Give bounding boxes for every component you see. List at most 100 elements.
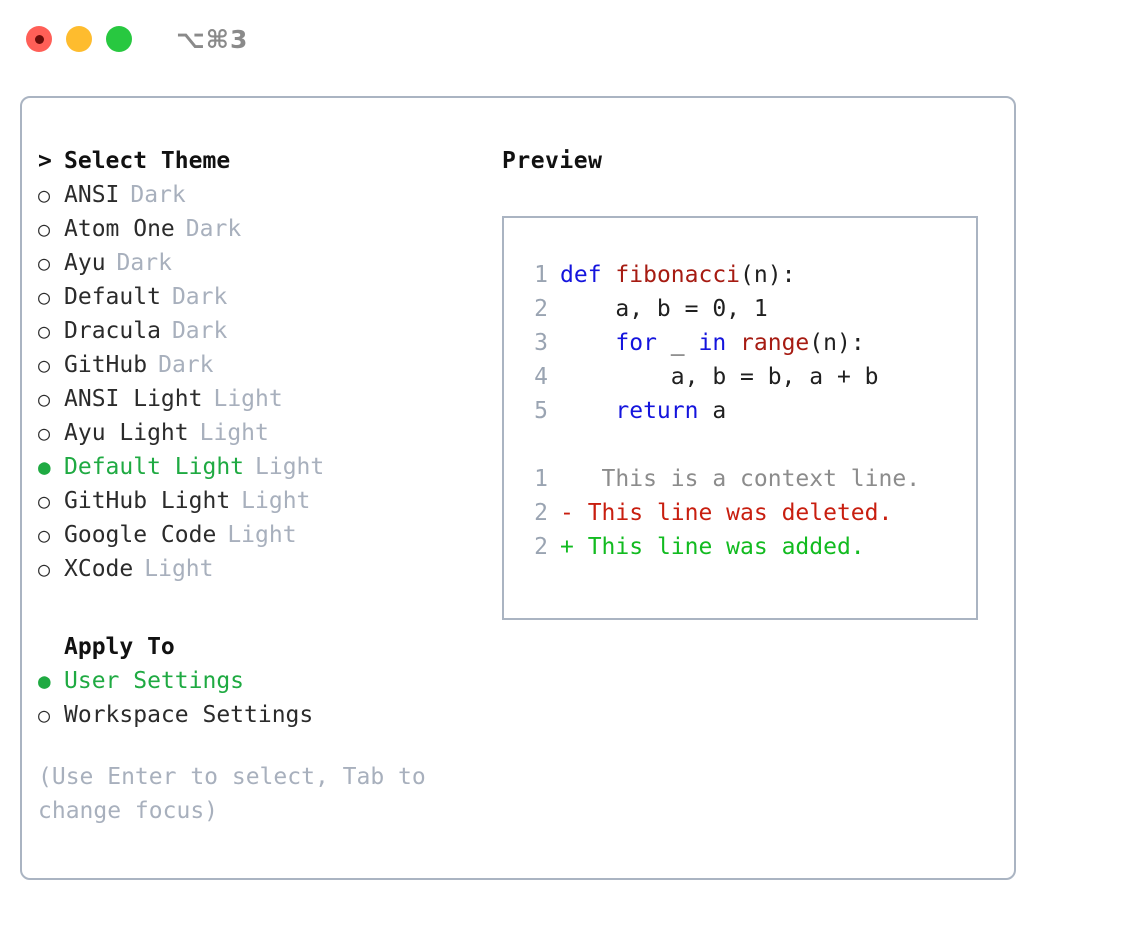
line-number: 2 (534, 296, 548, 322)
radio-unselected-icon[interactable]: ○ (38, 285, 51, 309)
code-token: a (698, 398, 727, 424)
apply-to-option-label: User Settings (64, 668, 245, 694)
theme-name: Default (64, 284, 161, 310)
diff-sample: 1 This is a context line.2- This line wa… (518, 462, 976, 564)
theme-variant-badge: Dark (116, 250, 172, 276)
select-theme-label: Select Theme (64, 148, 231, 174)
theme-list-item[interactable]: ● Default Light Light (38, 450, 484, 484)
theme-variant-badge: Dark (171, 284, 228, 310)
apply-to-option[interactable]: ○ Workspace Settings (38, 698, 484, 732)
code-token: for (615, 330, 657, 356)
theme-name: Ayu Light (64, 420, 189, 446)
apply-to-label: Apply To (64, 634, 175, 660)
code-token: a, b = b, a + b (560, 364, 879, 390)
theme-variant-badge: Dark (158, 352, 214, 378)
code-line: 3 for _ in range(n): (518, 326, 976, 360)
code-line-text: a, b = b, a + b (560, 360, 879, 394)
radio-unselected-icon[interactable]: ○ (38, 703, 51, 727)
maximize-button-icon[interactable] (106, 26, 132, 52)
radio-unselected-icon[interactable]: ○ (38, 319, 51, 343)
theme-list-item[interactable]: ○ Default Dark (38, 280, 484, 314)
radio-selected-icon[interactable]: ● (38, 455, 51, 479)
radio-unselected-icon[interactable]: ○ (38, 251, 51, 275)
theme-variant-badge: Dark (185, 216, 242, 242)
theme-name: GitHub (64, 352, 148, 378)
radio-unselected-icon[interactable]: ○ (38, 183, 51, 207)
theme-name: ANSI Light (64, 386, 203, 412)
diff-marker (560, 462, 574, 496)
theme-name: Google Code (64, 522, 217, 548)
help-hint: (Use Enter to select, Tab to change focu… (38, 760, 458, 828)
theme-name: Dracula (64, 318, 161, 344)
diff-marker: + (560, 534, 574, 560)
list-spacer (38, 586, 484, 630)
diff-line-text: This line was deleted. (573, 500, 893, 526)
code-line: 2 a, b = 0, 1 (518, 292, 976, 326)
line-number: 4 (534, 364, 548, 390)
diff-line: 1 This is a context line. (518, 462, 976, 496)
close-button-icon[interactable] (26, 26, 52, 52)
code-token (560, 330, 615, 356)
diff-line: 2- This line was deleted. (518, 496, 976, 530)
code-diff-separator (518, 428, 976, 462)
radio-unselected-icon[interactable]: ○ (38, 217, 51, 241)
apply-to-option-label: Workspace Settings (64, 702, 314, 728)
code-line-text: return a (560, 394, 726, 428)
theme-name: Ayu (64, 250, 106, 276)
apply-to-heading: Apply To (38, 630, 484, 664)
theme-list-item[interactable]: ○ XCode Light (38, 552, 484, 586)
line-number: 2 (534, 500, 548, 526)
theme-list-item[interactable]: ○ Google Code Light (38, 518, 484, 552)
code-line-text: a, b = 0, 1 (560, 292, 768, 326)
theme-name: Atom One (64, 216, 175, 242)
code-token: return (615, 398, 699, 424)
radio-unselected-icon[interactable]: ○ (38, 353, 51, 377)
code-token: fibonacci (615, 262, 741, 288)
theme-name: Default Light (64, 454, 245, 480)
code-line: 4 a, b = b, a + b (518, 360, 976, 394)
code-token (726, 330, 740, 356)
code-line: 5 return a (518, 394, 976, 428)
code-token: a, b = 0, 1 (560, 296, 768, 322)
theme-list-item[interactable]: ○ Ayu Dark (38, 246, 484, 280)
keyboard-shortcut-label: ⌥⌘3 (176, 24, 249, 54)
code-token (560, 398, 615, 424)
window-controls (26, 26, 132, 52)
line-number: 2 (534, 534, 548, 560)
theme-name: XCode (64, 556, 134, 582)
diff-marker: - (560, 500, 574, 526)
code-token: range (740, 330, 810, 356)
select-theme-heading: > Select Theme (38, 144, 484, 178)
theme-variant-badge: Light (144, 556, 214, 582)
radio-selected-icon[interactable]: ● (38, 669, 51, 693)
theme-name: GitHub Light (64, 488, 231, 514)
line-number: 5 (534, 398, 548, 424)
diff-line: 2+ This line was added. (518, 530, 976, 564)
theme-list-item[interactable]: ○ GitHub Dark (38, 348, 484, 382)
radio-unselected-icon[interactable]: ○ (38, 387, 51, 411)
code-line-text: def fibonacci(n): (560, 258, 795, 292)
radio-unselected-icon[interactable]: ○ (38, 489, 51, 513)
diff-line-text: This is a context line. (573, 466, 921, 492)
radio-unselected-icon[interactable]: ○ (38, 557, 51, 581)
code-token (602, 262, 616, 288)
radio-unselected-icon[interactable]: ○ (38, 421, 51, 445)
apply-to-option[interactable]: ● User Settings (38, 664, 484, 698)
theme-variant-badge: Light (227, 522, 297, 548)
theme-list-item[interactable]: ○ Atom One Dark (38, 212, 484, 246)
radio-unselected-icon[interactable]: ○ (38, 523, 51, 547)
theme-variant-badge: Light (255, 454, 325, 480)
minimize-button-icon[interactable] (66, 26, 92, 52)
